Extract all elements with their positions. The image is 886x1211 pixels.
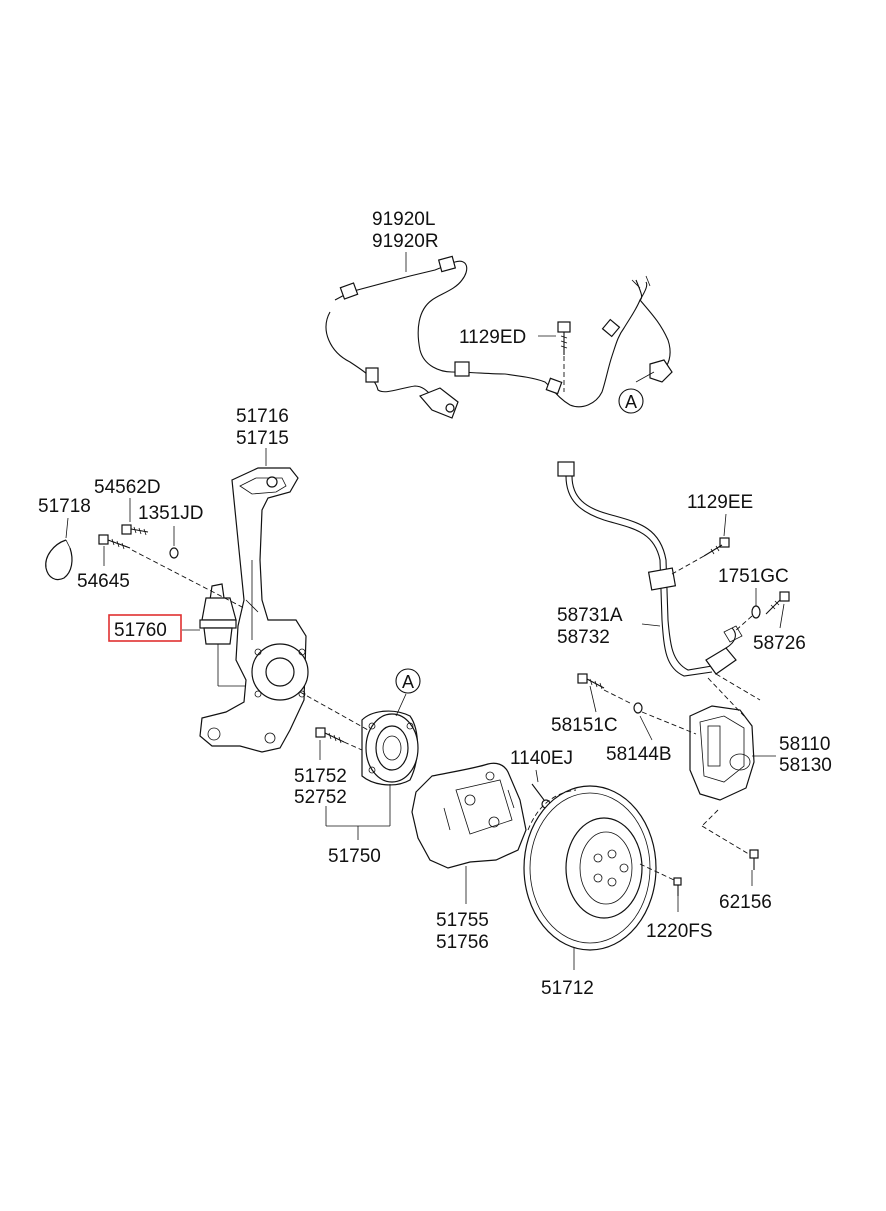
banjo-bolt bbox=[733, 591, 790, 633]
shield-screw bbox=[531, 783, 551, 809]
reference-mark-a-hub-text: A bbox=[402, 672, 414, 692]
label-1129EE[interactable]: 1129EE bbox=[687, 492, 753, 513]
label-62156[interactable]: 62156 bbox=[719, 892, 772, 913]
label-58151C[interactable]: 58151C bbox=[551, 715, 618, 736]
caliper-guide-bolt bbox=[749, 849, 759, 870]
label-51712[interactable]: 51712 bbox=[541, 978, 594, 999]
label-58732[interactable]: 58732 bbox=[557, 627, 610, 648]
hub-bolt bbox=[315, 727, 363, 751]
reference-mark-a-harness-text: A bbox=[625, 392, 637, 412]
label-1140EJ[interactable]: 1140EJ bbox=[510, 748, 573, 769]
reference-mark-a-harness: A bbox=[618, 388, 644, 414]
label-1351JD[interactable]: 1351JD bbox=[138, 503, 204, 524]
label-51752[interactable]: 51752 bbox=[294, 766, 347, 787]
label-54645[interactable]: 54645 bbox=[77, 571, 130, 592]
label-58731A[interactable]: 58731A bbox=[557, 605, 623, 626]
hose-bracket-bolt bbox=[671, 537, 730, 575]
label-51760[interactable]: 51760 bbox=[114, 620, 167, 641]
label-51715[interactable]: 51715 bbox=[236, 428, 289, 449]
bolt-1129ED bbox=[557, 321, 571, 392]
part-labels: 91920L 91920R 1129ED 51716 51715 54562D … bbox=[38, 209, 832, 999]
disc-screw bbox=[639, 863, 682, 896]
dust-shield bbox=[411, 762, 527, 869]
leader-lines bbox=[65, 252, 785, 970]
label-1129ED[interactable]: 1129ED bbox=[459, 327, 526, 348]
brake-hose bbox=[557, 461, 761, 717]
lower-ball-joint bbox=[199, 583, 237, 645]
snap-ring bbox=[45, 539, 73, 581]
label-54562D[interactable]: 54562D bbox=[94, 477, 161, 498]
label-52752[interactable]: 52752 bbox=[294, 787, 347, 808]
label-91920R[interactable]: 91920R bbox=[372, 231, 439, 252]
label-51756[interactable]: 51756 bbox=[436, 932, 489, 953]
label-1751GC[interactable]: 1751GC bbox=[718, 566, 789, 587]
label-58726[interactable]: 58726 bbox=[753, 633, 806, 654]
brake-caliper bbox=[641, 705, 755, 857]
wheel-speed-sensor-harness bbox=[325, 255, 673, 419]
label-1220FS[interactable]: 1220FS bbox=[646, 921, 713, 942]
hub-bearing bbox=[299, 691, 419, 786]
label-58110[interactable]: 58110 bbox=[779, 734, 830, 755]
highlight-box-51760 bbox=[108, 614, 182, 642]
label-58130[interactable]: 58130 bbox=[779, 755, 832, 776]
caliper-bolt bbox=[577, 673, 643, 714]
label-58144B[interactable]: 58144B bbox=[606, 744, 672, 765]
reference-mark-a-hub: A bbox=[395, 668, 421, 694]
label-51718[interactable]: 51718 bbox=[38, 496, 91, 517]
label-51755[interactable]: 51755 bbox=[436, 910, 489, 931]
knuckle-bolts bbox=[98, 524, 245, 609]
steering-knuckle bbox=[199, 467, 309, 753]
label-51750[interactable]: 51750 bbox=[328, 846, 381, 867]
brake-disc bbox=[523, 785, 657, 951]
label-91920L[interactable]: 91920L bbox=[372, 209, 435, 230]
label-51716[interactable]: 51716 bbox=[236, 406, 289, 427]
